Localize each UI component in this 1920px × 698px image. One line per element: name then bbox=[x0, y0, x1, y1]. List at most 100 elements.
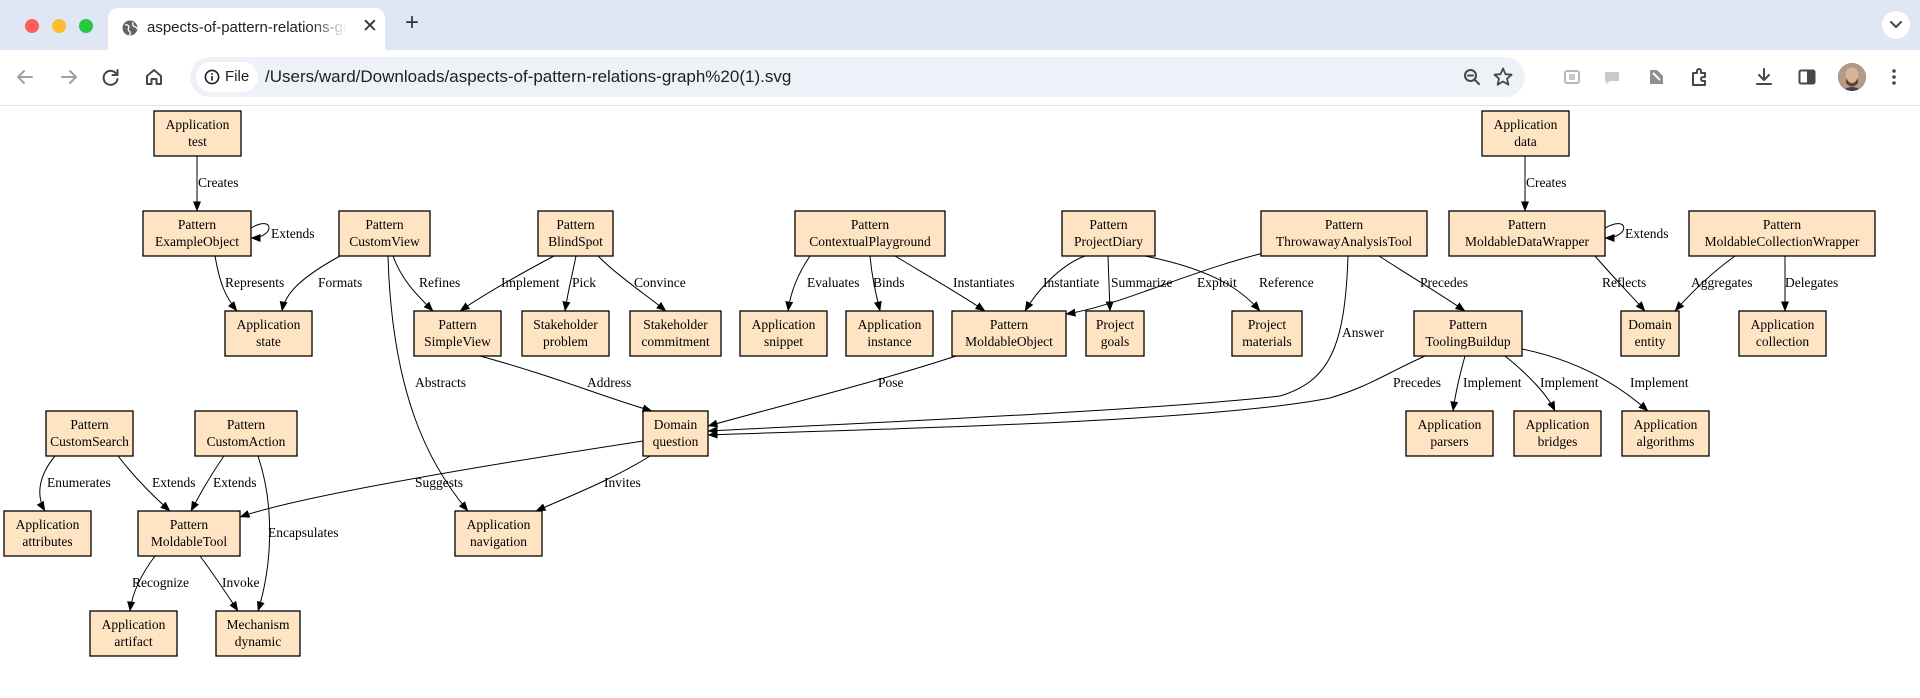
node-box bbox=[521, 310, 610, 357]
graph-edge-p-customsearch-to-p-moldabletool bbox=[117, 455, 171, 512]
forward-icon[interactable] bbox=[55, 63, 83, 91]
node-box bbox=[642, 410, 709, 457]
node-label-line: Pattern bbox=[1325, 217, 1363, 232]
tab-search-button[interactable] bbox=[1882, 11, 1910, 39]
node-box bbox=[194, 410, 298, 457]
site-chip-label: File bbox=[225, 68, 250, 85]
graph-edge-p-moldabletool-to-app-artifact bbox=[127, 555, 156, 612]
extension-puzzle-app-icon[interactable] bbox=[1642, 63, 1670, 91]
edge-label: Represents bbox=[225, 275, 284, 290]
edge-label: Extends bbox=[213, 475, 257, 490]
new-tab-button[interactable]: + bbox=[404, 9, 419, 36]
back-icon[interactable] bbox=[11, 63, 39, 91]
tab-title: aspects-of-pattern-relations-graph%20(1)… bbox=[147, 19, 347, 36]
tab-strip: aspects-of-pattern-relations-graph%20(1)… bbox=[0, 0, 1920, 50]
window-maximize-button[interactable] bbox=[79, 19, 93, 33]
edge-arrow bbox=[199, 555, 239, 612]
graph-edge-domain-question-to-p-moldabletool bbox=[239, 440, 644, 518]
graph-edge-p-customview-to-p-simpleview bbox=[392, 255, 434, 312]
node-box bbox=[3, 510, 92, 557]
edge-arrow bbox=[1450, 355, 1466, 412]
node-label-line: Domain bbox=[654, 417, 698, 432]
edge-label: Encapsulates bbox=[268, 525, 338, 540]
edge-label: Enumerates bbox=[47, 475, 111, 490]
node-box bbox=[1481, 110, 1570, 157]
star-icon[interactable] bbox=[1492, 66, 1514, 88]
edge-label: Abstracts bbox=[415, 375, 466, 390]
node-box bbox=[1620, 310, 1680, 357]
graph-edge-p-contextualplayground-to-app-instance bbox=[869, 255, 882, 312]
window-minimize-button[interactable] bbox=[52, 19, 66, 33]
edge-label: Reflects bbox=[1602, 275, 1646, 290]
edge-label: Summarize bbox=[1111, 275, 1172, 290]
node-box bbox=[1061, 210, 1156, 257]
graph-edge-p-blindspot-to-stake-problem bbox=[562, 255, 577, 312]
node-label-line: CustomAction bbox=[207, 434, 286, 449]
avatar[interactable] bbox=[1838, 63, 1866, 91]
graph-edge-p-projectdiary-to-proj-goals bbox=[1105, 255, 1114, 312]
download-icon[interactable] bbox=[1750, 63, 1778, 91]
node-label-line: Pattern bbox=[227, 417, 265, 432]
node-label-line: ContextualPlayground bbox=[809, 234, 931, 249]
zoom-out-icon[interactable] bbox=[1462, 67, 1482, 87]
edge-label: Instantiate bbox=[1043, 275, 1099, 290]
side-panel-icon[interactable] bbox=[1793, 63, 1821, 91]
graph-edge-p-contextualplayground-to-p-moldableobject bbox=[894, 255, 986, 312]
graph-edge-p-throwaway-to-domain-question bbox=[707, 255, 1349, 435]
graph-edge-p-exampleobject-to-app-state bbox=[214, 255, 238, 312]
reload-icon[interactable] bbox=[97, 63, 125, 91]
node-label-line: dynamic bbox=[235, 634, 282, 649]
extension-badge-icon[interactable] bbox=[1558, 63, 1586, 91]
home-icon[interactable] bbox=[140, 63, 168, 91]
edge-arrow bbox=[387, 255, 469, 512]
graph-edge-p-customview-to-app-state bbox=[279, 255, 341, 312]
url-text[interactable]: /Users/ward/Downloads/aspects-of-pattern… bbox=[265, 67, 792, 86]
tab-close-icon[interactable]: ✕ bbox=[362, 16, 378, 37]
node-box bbox=[629, 310, 722, 357]
node-label-line: ToolingBuildup bbox=[1425, 334, 1511, 349]
graph-edge-p-blindspot-to-p-simpleview bbox=[459, 255, 555, 312]
window-close-button[interactable] bbox=[25, 19, 39, 33]
menu-icon[interactable] bbox=[1880, 63, 1908, 91]
extension-chat-icon[interactable] bbox=[1598, 63, 1626, 91]
tab-active[interactable]: aspects-of-pattern-relations-graph%20(1)… bbox=[108, 8, 385, 50]
node-box bbox=[1260, 210, 1428, 257]
node-label-line: test bbox=[188, 134, 207, 149]
node-label-line: commitment bbox=[641, 334, 709, 349]
node-label-line: Application bbox=[1526, 417, 1590, 432]
node-box bbox=[794, 210, 946, 257]
edge-label: Implement bbox=[501, 275, 560, 290]
node-label-line: Application bbox=[1751, 317, 1815, 332]
node-label-line: Pattern bbox=[1449, 317, 1487, 332]
node-label-line: Pattern bbox=[851, 217, 889, 232]
graph-edge-p-moldabledatawrapper-to-domain-entity bbox=[1594, 255, 1646, 312]
edge-arrow bbox=[239, 440, 644, 518]
node-label-line: CustomSearch bbox=[50, 434, 129, 449]
edge-label: Address bbox=[587, 375, 631, 390]
node-label-line: MoldableDataWrapper bbox=[1465, 234, 1589, 249]
node-box bbox=[739, 310, 828, 357]
graph-edge-p-contextualplayground-to-app-snippet bbox=[785, 255, 811, 312]
edge-label: Recognize bbox=[132, 575, 189, 590]
address-bar[interactable]: File /Users/ward/Downloads/aspects-of-pa… bbox=[190, 57, 1525, 97]
node-label-line: Project bbox=[1096, 317, 1134, 332]
edge-arrow bbox=[869, 255, 882, 312]
chevron-down-icon bbox=[1890, 21, 1902, 28]
edge-arrow bbox=[707, 355, 1426, 439]
edge-arrow bbox=[392, 255, 434, 312]
edge-arrow bbox=[250, 223, 270, 242]
extensions-icon[interactable] bbox=[1685, 63, 1713, 91]
graph-edge-p-toolingbuildup-to-domain-question bbox=[707, 355, 1426, 439]
site-info-chip[interactable]: File bbox=[196, 62, 258, 92]
node-label-line: Application bbox=[467, 517, 531, 532]
